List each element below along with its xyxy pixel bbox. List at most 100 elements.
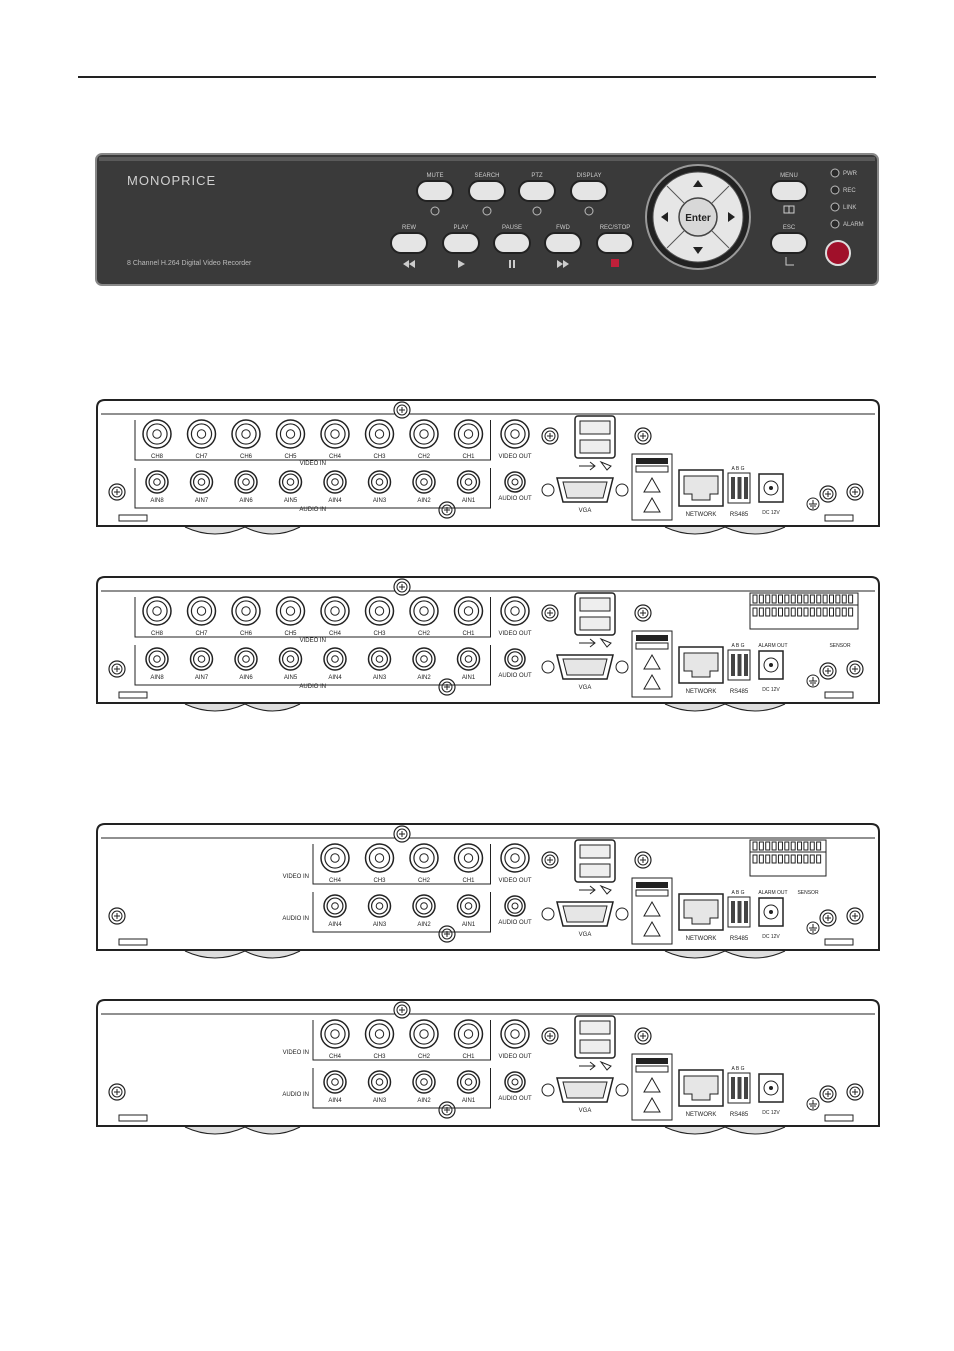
video-out-port[interactable]: VIDEO OUT — [498, 1019, 532, 1060]
esc-button[interactable]: ESC — [770, 225, 808, 266]
ground-terminal[interactable] — [806, 674, 820, 688]
audio-input-port[interactable]: AIN1 — [456, 1070, 481, 1104]
front-button-2[interactable]: PTZ — [518, 173, 556, 216]
network-port[interactable]: NETWORK — [678, 469, 724, 518]
vga-port[interactable]: VGA — [541, 477, 629, 514]
video-out-port[interactable]: VIDEO OUT — [498, 596, 532, 637]
audio-input-port[interactable]: AIN5 — [278, 647, 303, 681]
ground-terminal[interactable] — [806, 921, 820, 935]
dc-power-port[interactable]: DC 12V — [758, 1073, 784, 1116]
right-arrow-icon[interactable] — [728, 212, 735, 222]
video-input-port[interactable]: CH4 — [320, 1019, 350, 1060]
video-input-port[interactable]: CH5 — [275, 419, 306, 460]
video-out-port[interactable]: VIDEO OUT — [498, 843, 532, 884]
video-input-port[interactable]: CH4 — [320, 419, 350, 460]
audio-out-port[interactable]: AUDIO OUT — [498, 1071, 532, 1102]
video-input-port[interactable]: CH3 — [364, 596, 395, 637]
ground-terminal[interactable] — [806, 497, 820, 511]
video-out-port[interactable]: VIDEO OUT — [498, 419, 532, 460]
audio-input-port[interactable]: AIN6 — [234, 647, 258, 681]
network-port[interactable]: NETWORK — [678, 1069, 724, 1118]
front-button-7[interactable]: FWD — [544, 225, 582, 268]
video-input-port[interactable]: CH6 — [231, 596, 261, 637]
audio-input-port[interactable]: AIN1 — [456, 470, 481, 504]
video-input-port[interactable]: CH1 — [453, 419, 484, 460]
video-input-port[interactable]: CH1 — [453, 843, 484, 884]
audio-input-port[interactable]: AIN3 — [367, 1070, 392, 1104]
left-arrow-icon[interactable] — [661, 212, 668, 222]
down-arrow-icon[interactable] — [693, 247, 703, 254]
video-input-port[interactable]: CH8 — [142, 596, 172, 637]
network-port[interactable]: NETWORK — [678, 893, 724, 942]
video-input-port[interactable]: CH4 — [320, 596, 350, 637]
audio-input-port[interactable]: AIN2 — [412, 894, 436, 928]
video-input-port[interactable]: CH1 — [453, 596, 484, 637]
front-button-8[interactable]: REC/STOP — [596, 225, 634, 267]
dc-power-port[interactable]: DC 12V — [758, 897, 784, 940]
video-input-port[interactable]: CH2 — [409, 419, 439, 460]
front-button-5[interactable]: PLAY — [442, 225, 480, 268]
usb-ports[interactable] — [574, 415, 616, 471]
vga-port[interactable]: VGA — [541, 1077, 629, 1114]
audio-out-port[interactable]: AUDIO OUT — [498, 895, 532, 926]
audio-input-port[interactable]: AIN5 — [278, 470, 303, 504]
video-input-port[interactable]: CH3 — [364, 1019, 395, 1060]
network-port[interactable]: NETWORK — [678, 646, 724, 695]
video-input-port[interactable]: CH3 — [364, 419, 395, 460]
audio-input-port[interactable]: AIN2 — [412, 1070, 436, 1104]
dc-power-port[interactable]: DC 12V — [758, 650, 784, 693]
video-input-port[interactable]: CH7 — [186, 419, 217, 460]
audio-input-port[interactable]: AIN3 — [367, 894, 392, 928]
front-button-6[interactable]: PAUSE — [493, 225, 531, 268]
audio-out-port[interactable]: AUDIO OUT — [498, 648, 532, 679]
usb-ports[interactable] — [574, 1015, 616, 1071]
audio-input-port[interactable]: AIN4 — [323, 647, 347, 681]
navigation-pad[interactable]: Enter — [645, 164, 751, 270]
vga-port[interactable]: VGA — [541, 654, 629, 691]
audio-input-port[interactable]: AIN3 — [367, 470, 392, 504]
usb-ports[interactable] — [574, 839, 616, 895]
audio-input-port[interactable]: AIN4 — [323, 894, 347, 928]
video-input-port[interactable]: CH8 — [142, 419, 172, 460]
audio-out-port[interactable]: AUDIO OUT — [498, 471, 532, 502]
usb-ports[interactable] — [574, 592, 616, 648]
audio-input-port[interactable]: AIN4 — [323, 470, 347, 504]
audio-input-port[interactable]: AIN7 — [189, 647, 214, 681]
front-button-3[interactable]: DISPLAY — [570, 173, 608, 216]
video-input-port[interactable]: CH7 — [186, 596, 217, 637]
video-input-port[interactable]: CH6 — [231, 419, 261, 460]
audio-input-port[interactable]: AIN4 — [323, 1070, 347, 1104]
audio-input-port[interactable]: AIN2 — [412, 470, 436, 504]
video-input-port[interactable]: CH5 — [275, 596, 306, 637]
audio-input-port[interactable]: AIN1 — [456, 647, 481, 681]
video-input-port[interactable]: CH1 — [453, 1019, 484, 1060]
dc-power-port[interactable]: DC 12V — [758, 473, 784, 516]
audio-input-port[interactable]: AIN2 — [412, 647, 436, 681]
front-button-4[interactable]: REW — [390, 225, 428, 268]
audio-input-port[interactable]: AIN3 — [367, 647, 392, 681]
front-button-1[interactable]: SEARCH — [468, 173, 506, 216]
audio-input-port[interactable]: AIN7 — [189, 470, 214, 504]
video-input-port[interactable]: CH2 — [409, 1019, 439, 1060]
up-arrow-icon[interactable] — [693, 180, 703, 187]
audio-input-port[interactable]: AIN8 — [145, 470, 169, 504]
video-input-port[interactable]: CH2 — [409, 596, 439, 637]
power-button[interactable] — [825, 240, 851, 266]
enter-button[interactable] — [678, 197, 718, 237]
audio-input-port[interactable]: AIN6 — [234, 470, 258, 504]
front-button-0[interactable]: MUTE — [416, 173, 454, 216]
video-input-port[interactable]: CH3 — [364, 843, 395, 884]
menu-button[interactable]: MENU — [770, 173, 808, 214]
vga-port[interactable]: VGA — [541, 901, 629, 938]
audio-input-port[interactable]: AIN1 — [456, 894, 481, 928]
video-input-port[interactable]: CH2 — [409, 843, 439, 884]
video-input-port[interactable]: CH4 — [320, 843, 350, 884]
ground-terminal[interactable] — [806, 1097, 820, 1111]
audio-input-port[interactable]: AIN8 — [145, 647, 169, 681]
